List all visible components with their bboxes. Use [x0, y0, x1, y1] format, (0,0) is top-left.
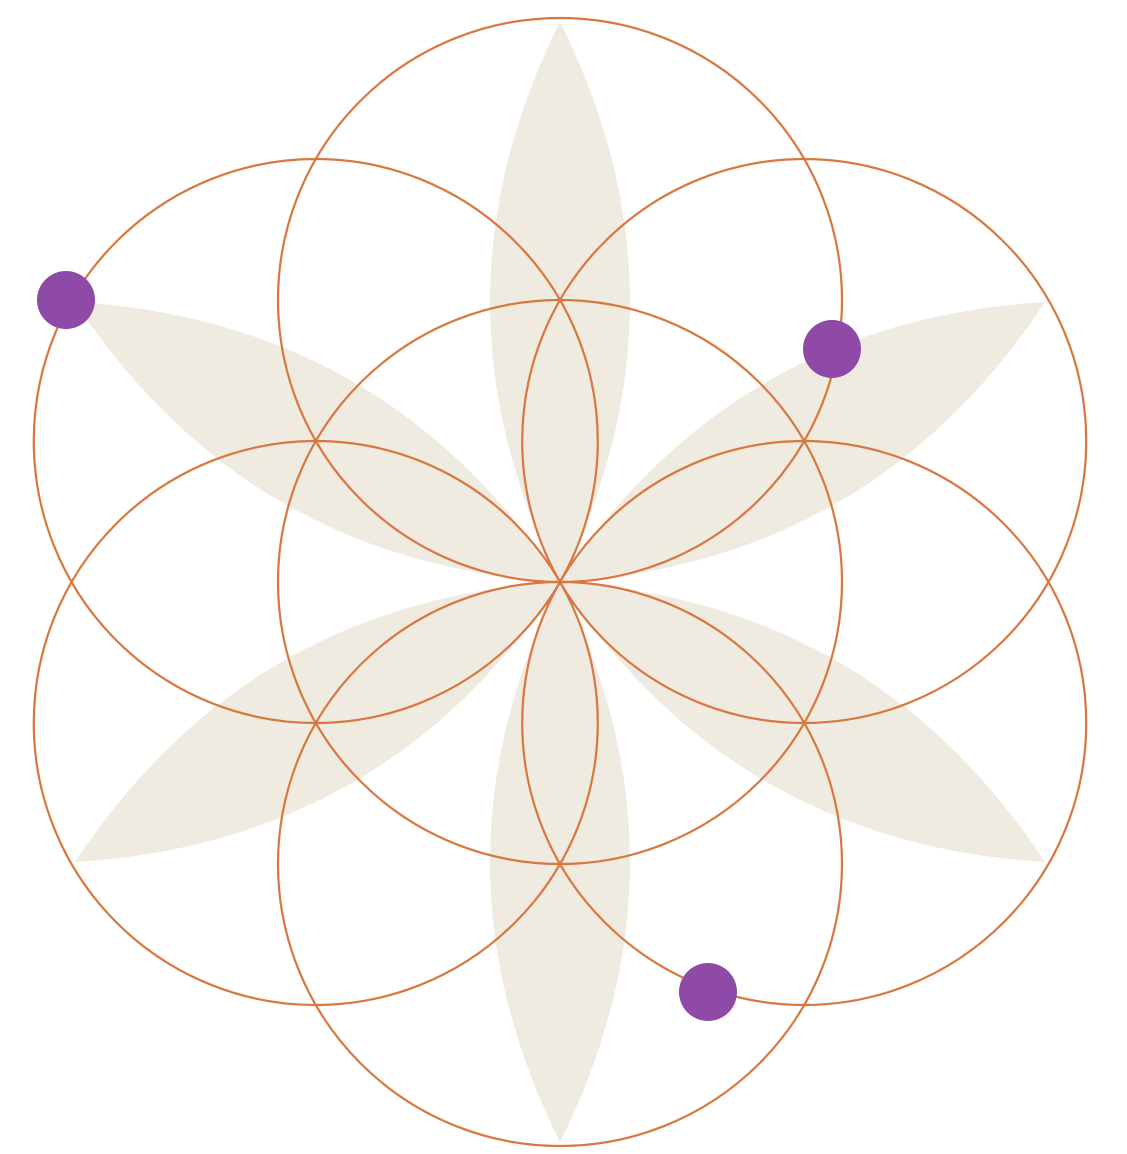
- marker-dot: [37, 271, 95, 329]
- marker-dot: [803, 320, 861, 378]
- marker-dot: [679, 963, 737, 1021]
